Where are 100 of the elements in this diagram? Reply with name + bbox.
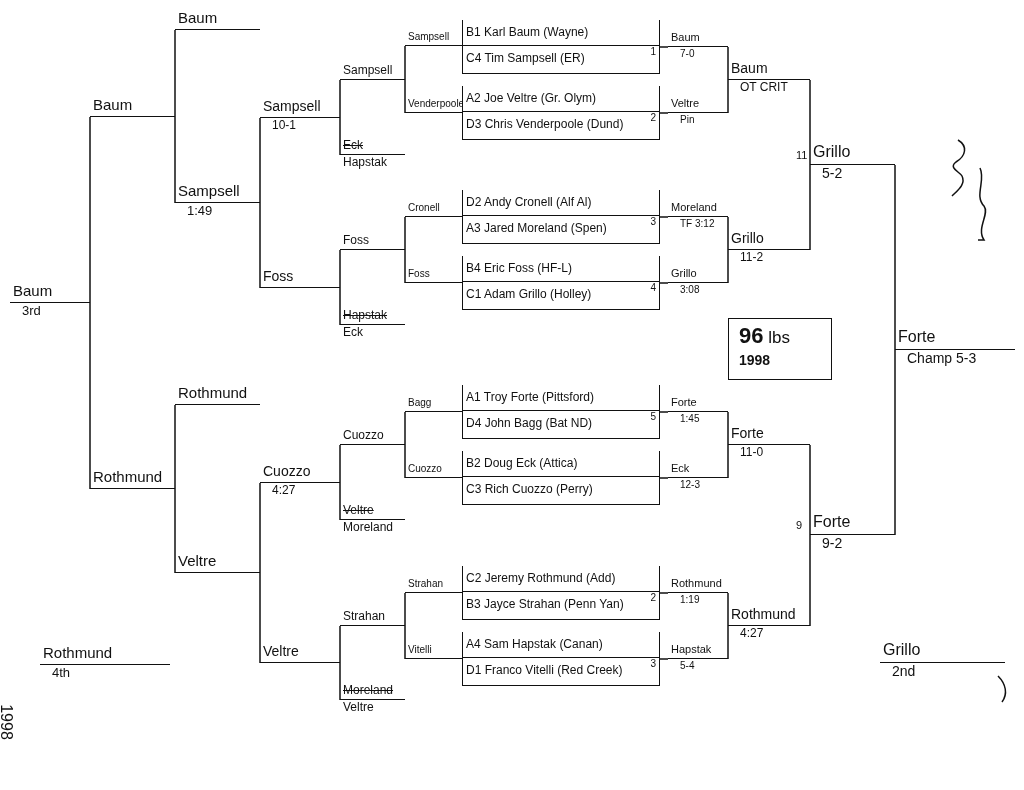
crossed-out-name: Eck [340, 137, 405, 155]
bracket-line [727, 249, 729, 284]
match-box [462, 632, 660, 686]
match-result: 11-0 [739, 445, 765, 460]
wrestler-name: Moreland [342, 520, 395, 535]
wrestler-name: Sampsell [260, 97, 340, 118]
match-result: 7-0 [679, 47, 696, 60]
match-result: Pin [679, 113, 696, 126]
crossed-out-name: Hapstak [340, 307, 405, 325]
bracket-line [174, 116, 176, 204]
bout-number: 5 [650, 411, 656, 423]
bracket-line [339, 625, 341, 664]
wrestler-entry: C4 Tim Sampsell (ER) [466, 51, 585, 65]
bracket-line [89, 116, 91, 304]
wrestler-name: Hapstak [668, 642, 728, 659]
bracket-line [809, 444, 811, 536]
weight-class-box [728, 318, 832, 380]
wrestler-name: Eck [342, 325, 364, 340]
wrestler-entry: C1 Adam Grillo (Holley) [466, 287, 592, 301]
match-result: 10-1 [271, 118, 298, 133]
bracket-line [174, 488, 176, 574]
bracket-line [659, 216, 669, 218]
bracket-line [339, 662, 341, 701]
bracket-line [894, 164, 896, 351]
match-box [462, 20, 660, 74]
bracket-line [259, 117, 261, 204]
wrestler-name: Grillo [668, 266, 728, 283]
wrestler-entry: A3 Jared Moreland (Spen) [466, 221, 607, 235]
bracket-line [174, 29, 176, 118]
match-box [462, 385, 660, 439]
wrestler-name: Hapstak [342, 155, 389, 170]
bracket-line [659, 411, 669, 413]
wrestler-name: Grillo [810, 141, 895, 165]
wrestler-name: Forte [728, 424, 810, 445]
bracket-line [339, 79, 341, 119]
bracket-line [404, 625, 406, 660]
match-result: OT CRIT [739, 80, 789, 95]
wrestler-entry: D4 John Bagg (Bat ND) [466, 416, 593, 430]
bout-number: 4 [650, 282, 656, 294]
bracket-line [894, 349, 896, 536]
wrestler-name: Rothmund [668, 576, 728, 593]
wrestler-name: Rothmund [728, 605, 810, 626]
wrestler-entry: B1 Karl Baum (Wayne) [466, 25, 589, 39]
wrestler-entry: D3 Chris Venderpoole (Dund) [466, 117, 624, 131]
bout-number: 3 [650, 216, 656, 228]
bracket-line [404, 249, 406, 284]
match-result: Champ 5-3 [906, 350, 978, 367]
match-result: 5-4 [679, 659, 696, 672]
wrestler-name: Forte [810, 511, 895, 535]
match-result: TF 3:12 [679, 217, 716, 230]
match-box [462, 256, 660, 310]
wrestler-name: Veltre [175, 551, 260, 573]
wrestler-name: Baum [175, 8, 260, 30]
wrestler-entry: C3 Rich Cuozzo (Perry) [466, 482, 593, 496]
wrestler-name: Forte [895, 326, 1015, 350]
wrestler-name: Grillo [728, 229, 810, 250]
wrestler-entry: A4 Sam Hapstak (Canan) [466, 637, 603, 651]
wrestler-name: Veltre [260, 642, 340, 663]
bracket-line [339, 249, 341, 289]
wrestler-name: Sampsell [340, 62, 405, 80]
bracket-line [727, 411, 729, 446]
bracket-line [809, 79, 811, 166]
match-result: 11-2 [739, 250, 765, 265]
bracket-line [404, 411, 406, 446]
weight-class: 96 lbs [739, 325, 791, 349]
match-result: 12-3 [679, 478, 701, 491]
wrestler-entry: D1 Franco Vitelli (Red Creek) [466, 663, 623, 677]
bracket-line [89, 302, 91, 490]
match-result: 2nd [891, 663, 917, 680]
bracket-line [404, 444, 406, 479]
wrestler-name: Forte [668, 395, 728, 412]
wrestler-entry: A2 Joe Veltre (Gr. Olym) [466, 91, 597, 105]
wrestler-entry: B4 Eric Foss (HF-L) [466, 261, 572, 275]
match-result: 4:27 [739, 626, 765, 641]
match-box [462, 451, 660, 505]
wrestler-name: Veltre [342, 700, 375, 715]
bracket-line [659, 658, 669, 660]
match-box [462, 566, 660, 620]
bracket-line [727, 592, 729, 627]
wrestler-name: Foss [260, 267, 340, 288]
match-result: 4:27 [271, 483, 297, 498]
match-box [462, 86, 660, 140]
bracket-line [659, 282, 669, 284]
wrestler-name: Cuozzo [340, 427, 405, 445]
bout-number: 3 [650, 658, 656, 670]
bracket-line [659, 477, 669, 479]
bracket-line [404, 45, 406, 81]
bracket-line [259, 572, 261, 664]
match-result: 3:08 [679, 283, 701, 296]
wrestler-name: Moreland [668, 200, 728, 217]
wrestler-name: Foss [340, 232, 405, 250]
match-result: 3rd [21, 303, 42, 319]
wrestler-name: Baum [728, 59, 810, 80]
crossed-out-name: Veltre [340, 502, 405, 520]
bracket-line [659, 112, 669, 114]
wrestler-entry: C2 Jeremy Rothmund (Add) [466, 571, 616, 585]
match-result: 1:19 [679, 593, 701, 606]
match-result: 9-2 [821, 535, 844, 552]
bracket-line [727, 79, 729, 114]
bracket-line [404, 79, 406, 114]
